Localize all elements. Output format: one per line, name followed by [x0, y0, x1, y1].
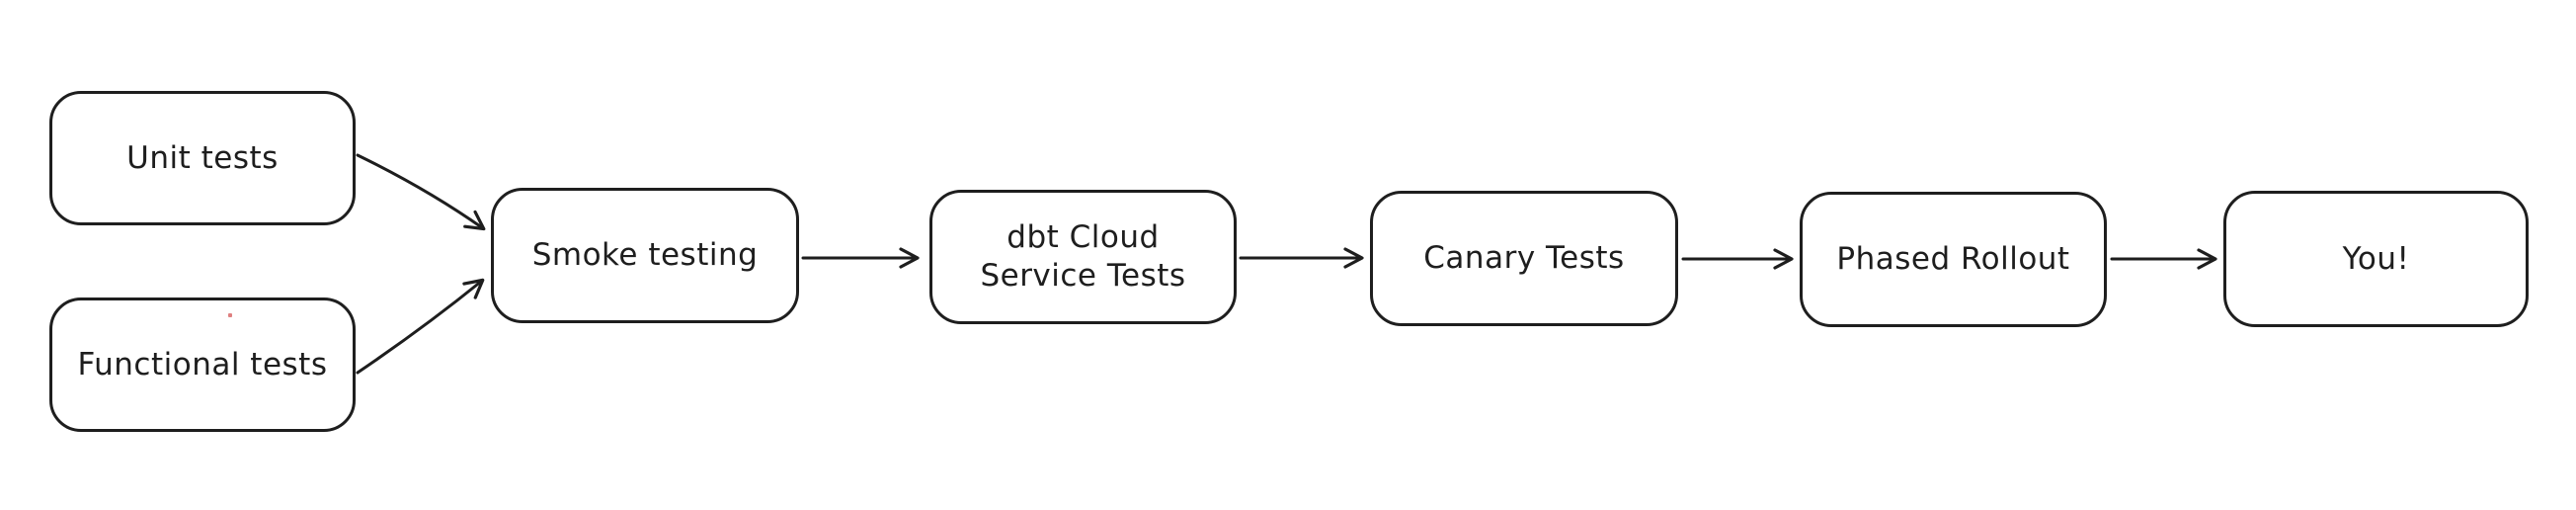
- node-smoke-testing: Smoke testing: [491, 188, 799, 323]
- node-canary-tests-label: Canary Tests: [1423, 240, 1625, 277]
- node-phased-rollout-label: Phased Rollout: [1836, 241, 2070, 278]
- node-functional-tests: Functional tests: [49, 298, 356, 432]
- node-unit-tests: Unit tests: [49, 91, 356, 225]
- node-dbt-cloud-service-tests-label: dbt Cloud Service Tests: [980, 219, 1186, 294]
- node-canary-tests: Canary Tests: [1370, 191, 1678, 326]
- node-you: You!: [2223, 191, 2529, 327]
- node-smoke-testing-label: Smoke testing: [531, 237, 759, 274]
- node-unit-tests-label: Unit tests: [126, 139, 279, 176]
- node-phased-rollout: Phased Rollout: [1800, 192, 2107, 327]
- red-dot-artifact: [228, 313, 232, 317]
- node-dbt-cloud-service-tests: dbt Cloud Service Tests: [929, 190, 1237, 324]
- edge-unit-tests-to-smoke-testing: [356, 153, 486, 231]
- node-you-label: You!: [2342, 240, 2410, 277]
- node-functional-tests-label: Functional tests: [77, 346, 328, 382]
- edge-functional-tests-to-smoke-testing: [356, 278, 485, 375]
